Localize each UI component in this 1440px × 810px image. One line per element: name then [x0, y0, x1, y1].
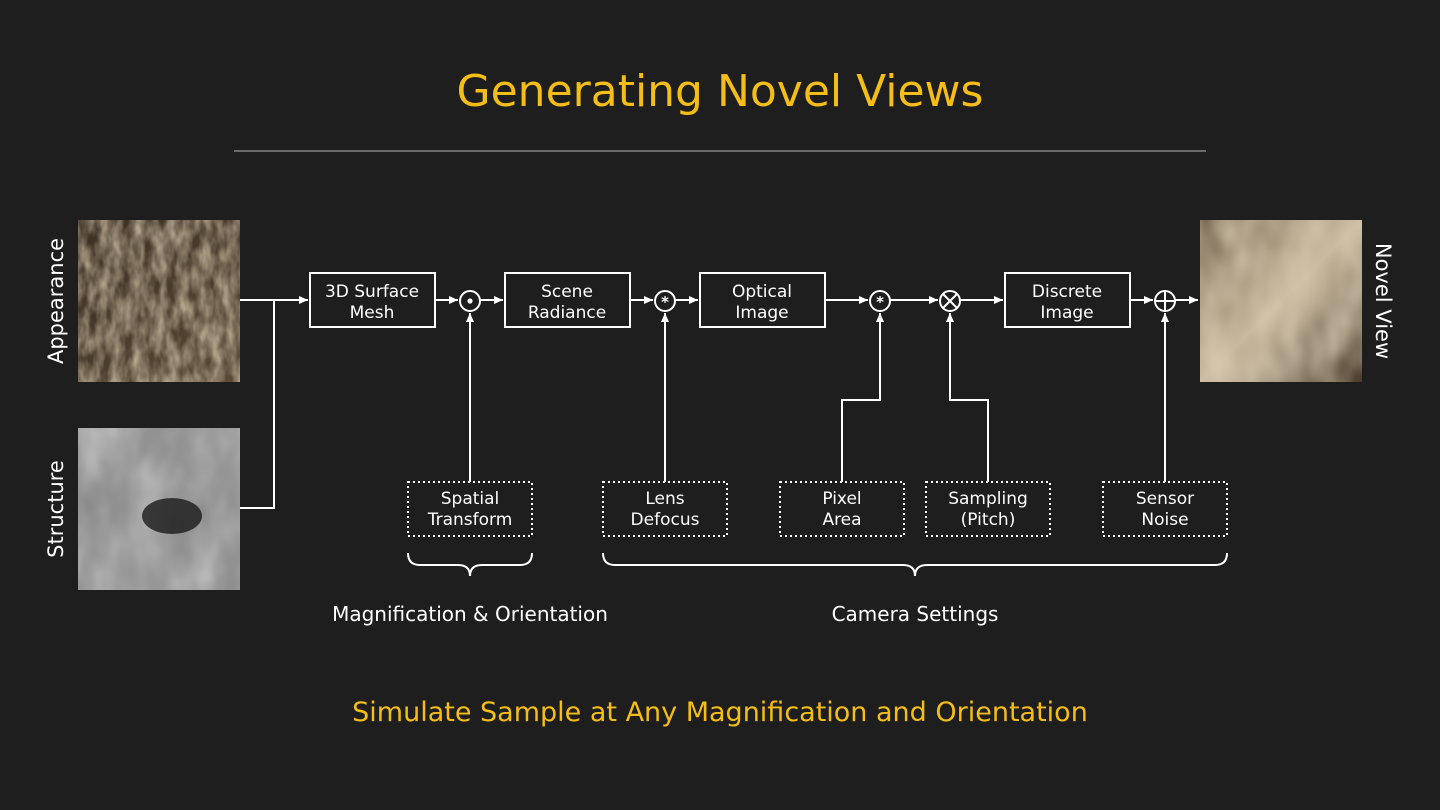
- sampling-label-2: (Pitch): [961, 510, 1016, 530]
- radiance-label-1: Scene: [541, 282, 593, 302]
- pixel-label-1: Pixel: [822, 489, 861, 509]
- optical-label-2: Image: [735, 303, 788, 323]
- mesh-label-2: Mesh: [350, 303, 395, 323]
- optical-label-1: Optical: [732, 282, 792, 302]
- radiance-label-2: Radiance: [528, 303, 606, 323]
- structure-image: [78, 428, 240, 590]
- magnification-group-label: Magnification & Orientation: [332, 602, 608, 626]
- novel-view-image: [1200, 220, 1362, 382]
- appearance-label: Appearance: [44, 238, 68, 364]
- input-connector: [240, 296, 308, 509]
- convolution-symbol-1: *: [661, 293, 669, 311]
- camera-brace: [602, 552, 1228, 577]
- spatial-label-1: Spatial: [441, 489, 500, 509]
- magnification-brace: [407, 552, 533, 577]
- structure-label: Structure: [44, 460, 68, 558]
- title-divider: [234, 150, 1206, 152]
- footer-caption: Simulate Sample at Any Magnification and…: [352, 697, 1088, 728]
- discrete-label-2: Image: [1040, 303, 1093, 323]
- factor-arrows: [466, 313, 1169, 482]
- sampling-label-1: Sampling: [948, 489, 1028, 509]
- pixel-label-2: Area: [822, 510, 861, 530]
- mesh-label-1: 3D Surface: [325, 282, 419, 302]
- camera-group-label: Camera Settings: [832, 602, 999, 626]
- discrete-label-1: Discrete: [1032, 282, 1102, 302]
- defocus-label-1: Lens: [645, 489, 684, 509]
- defocus-label-2: Defocus: [631, 510, 700, 530]
- page-title: Generating Novel Views: [456, 66, 984, 117]
- convolution-symbol-2: *: [876, 293, 884, 311]
- noise-label-1: Sensor: [1136, 489, 1194, 509]
- spatial-label-2: Transform: [427, 510, 513, 530]
- appearance-image: [78, 220, 240, 382]
- noise-label-2: Noise: [1141, 510, 1188, 530]
- novel-view-label: Novel View: [1371, 243, 1395, 359]
